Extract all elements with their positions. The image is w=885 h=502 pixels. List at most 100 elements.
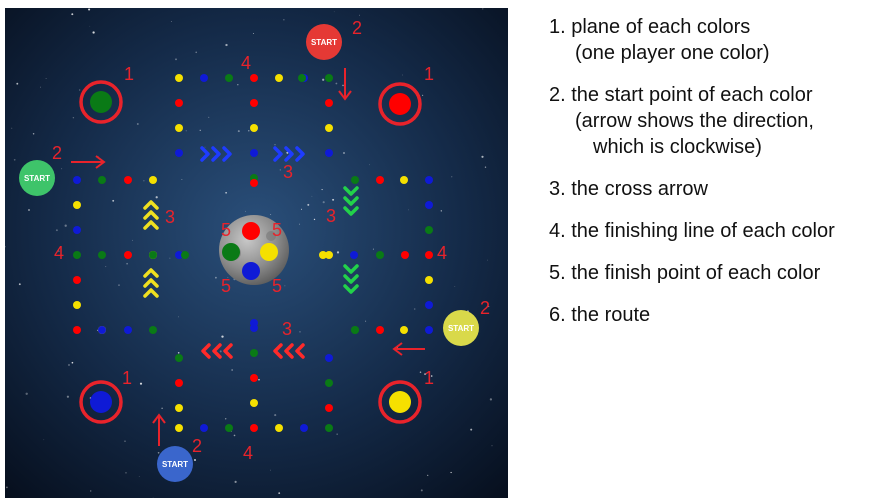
plane-yellow-piece[interactable] [389,391,411,413]
route-cell[interactable] [350,251,358,259]
star [18,283,21,286]
route-cell[interactable] [175,424,183,432]
star [13,158,16,161]
route-cell[interactable] [325,251,333,259]
chevron-left-icon [201,343,233,359]
route-cell[interactable] [325,99,333,107]
route-cell[interactable] [73,226,81,234]
route-cell[interactable] [275,74,283,82]
route-cell[interactable] [73,276,81,284]
route-cell[interactable] [250,349,258,357]
route-cell[interactable] [351,326,359,334]
route-cell[interactable] [250,74,258,82]
chevron-up-icon [143,268,159,298]
star [40,86,41,88]
star [71,361,74,364]
start-blue[interactable]: START [157,446,193,482]
route-cell[interactable] [425,176,433,184]
route-cell[interactable] [325,74,333,82]
route-cell[interactable] [225,74,233,82]
route-cell[interactable] [250,319,258,327]
route-cell[interactable] [175,379,183,387]
route-cell[interactable] [73,251,81,259]
route-cell[interactable] [175,124,183,132]
route-cell[interactable] [400,326,408,334]
route-cell[interactable] [250,424,258,432]
route-cell[interactable] [376,176,384,184]
legend-item-4: 4. the finishing line of each color [549,218,883,244]
route-cell[interactable] [275,424,283,432]
route-cell[interactable] [175,99,183,107]
plane-blue-piece[interactable] [90,391,112,413]
route-cell[interactable] [425,276,433,284]
star [96,329,99,331]
route-cell[interactable] [425,251,433,259]
star [221,335,224,338]
star [313,218,316,221]
route-cell[interactable] [400,176,408,184]
route-cell[interactable] [124,176,132,184]
star [332,198,335,201]
star [90,490,92,492]
route-cell[interactable] [175,251,183,259]
route-cell[interactable] [73,201,81,209]
start-red[interactable]: START [306,24,342,60]
route-cell[interactable] [376,326,384,334]
route-cell[interactable] [98,251,106,259]
route-cell[interactable] [250,374,258,382]
route-cell[interactable] [250,179,258,187]
route-cell[interactable] [300,424,308,432]
star [72,116,75,119]
route-cell[interactable] [351,176,359,184]
route-cell[interactable] [149,251,157,259]
plane-red-piece[interactable] [389,93,411,115]
star [233,434,236,437]
route-cell[interactable] [124,251,132,259]
route-cell[interactable] [225,424,233,432]
star [64,224,67,227]
star [194,459,196,461]
route-cell[interactable] [200,424,208,432]
route-cell[interactable] [175,149,183,157]
route-cell[interactable] [98,176,106,184]
route-cell[interactable] [73,301,81,309]
route-cell[interactable] [325,379,333,387]
route-cell[interactable] [401,251,409,259]
route-cell[interactable] [250,99,258,107]
route-cell[interactable] [325,149,333,157]
star [258,378,260,381]
route-cell[interactable] [175,74,183,82]
route-cell[interactable] [376,251,384,259]
route-cell[interactable] [73,176,81,184]
plane-green-piece[interactable] [90,91,112,113]
route-cell[interactable] [149,326,157,334]
route-cell[interactable] [175,404,183,412]
route-cell[interactable] [425,201,433,209]
route-cell[interactable] [325,404,333,412]
marker-4-right: 4 [437,243,447,263]
start-yellow[interactable]: START [443,310,479,346]
route-cell[interactable] [250,124,258,132]
star [270,214,272,216]
route-cell[interactable] [425,326,433,334]
route-cell[interactable] [325,424,333,432]
route-cell[interactable] [200,74,208,82]
start-green[interactable]: START [19,160,55,196]
route-cell[interactable] [425,301,433,309]
route-cell[interactable] [250,149,258,157]
route-cell[interactable] [250,399,258,407]
route-cell[interactable] [319,251,327,259]
route-cell[interactable] [181,251,189,259]
route-cell[interactable] [149,176,157,184]
route-cell[interactable] [298,74,306,82]
star [487,259,488,261]
route-cell[interactable] [325,124,333,132]
route-cell[interactable] [175,354,183,362]
star [427,474,429,477]
route-cell[interactable] [98,326,106,334]
route-cell[interactable] [73,326,81,334]
route-cell[interactable] [325,354,333,362]
route-cell[interactable] [124,326,132,334]
route-cell[interactable] [425,226,433,234]
star [169,257,171,259]
